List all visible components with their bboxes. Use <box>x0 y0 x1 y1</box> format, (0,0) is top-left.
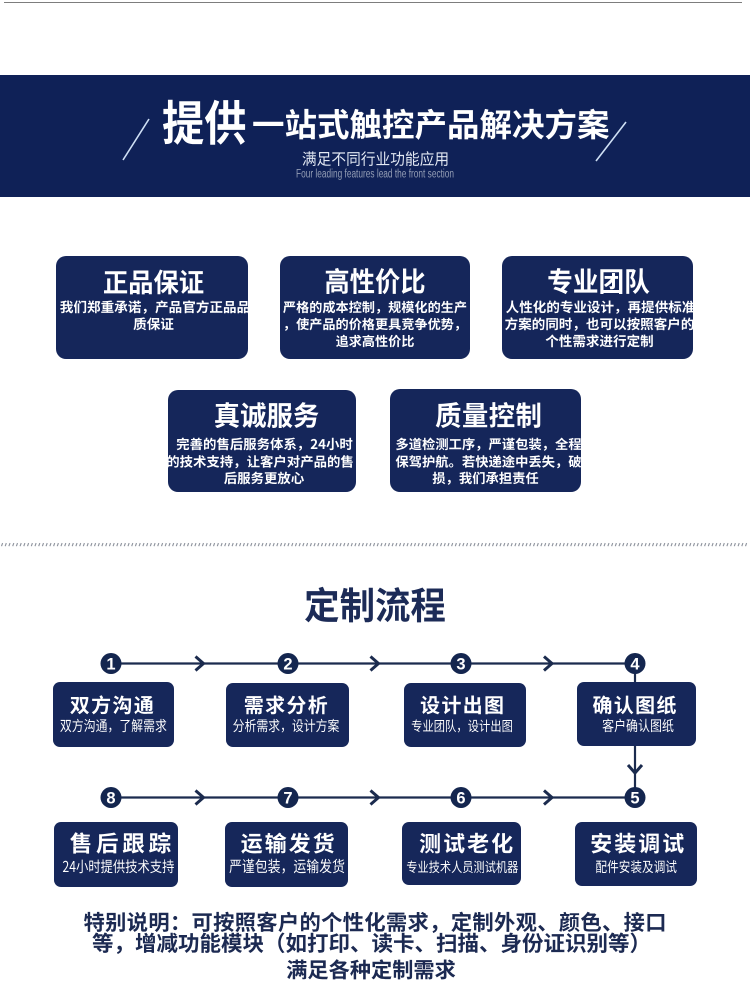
svg-text:2: 2 <box>283 656 292 674</box>
svg-text:4: 4 <box>630 656 640 674</box>
svg-text:8: 8 <box>106 790 115 808</box>
svg-text:3: 3 <box>456 656 465 674</box>
svg-text:Four leading features lead the: Four leading features lead the front sec… <box>296 169 454 181</box>
svg-text:5: 5 <box>630 790 639 808</box>
svg-text:6: 6 <box>456 790 465 808</box>
svg-text:1: 1 <box>106 656 115 674</box>
svg-text:7: 7 <box>283 790 292 808</box>
